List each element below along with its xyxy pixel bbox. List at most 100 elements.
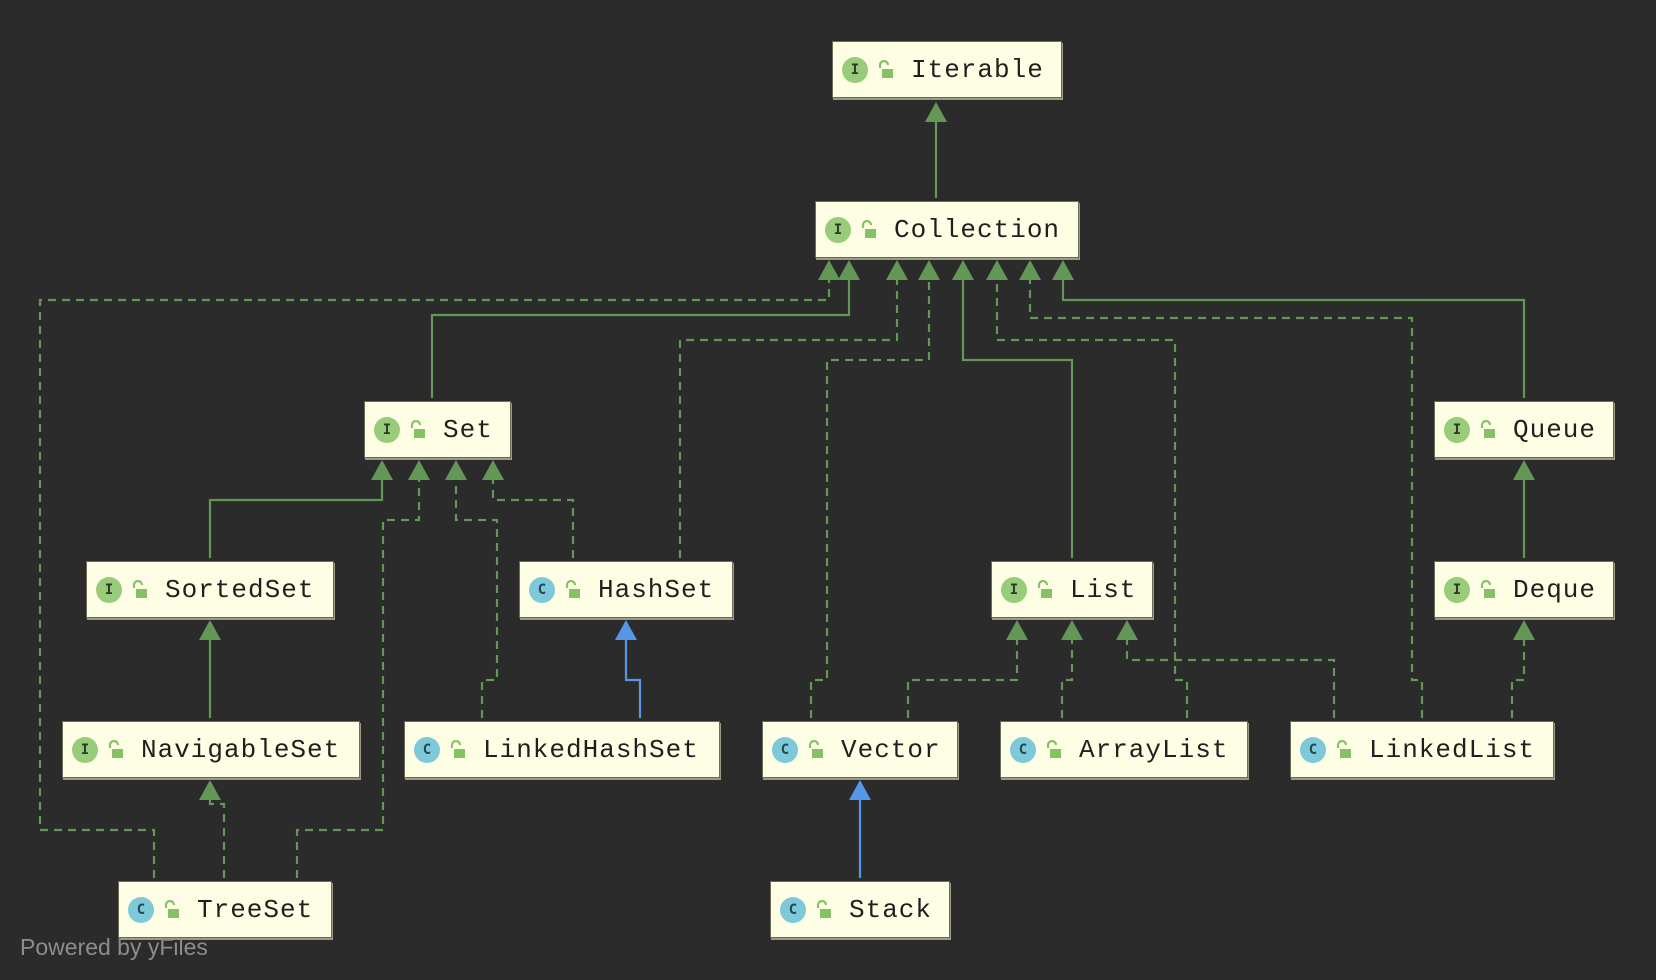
interface-badge-icon: I: [1444, 576, 1470, 603]
arrowhead-treeset-to-collection: [818, 260, 840, 280]
arrowhead-linkedhashset-to-hashset: [615, 620, 637, 640]
node-label: SortedSet: [165, 574, 315, 605]
node-set[interactable]: I Set: [364, 401, 511, 458]
node-sortedset[interactable]: I SortedSet: [86, 561, 334, 618]
edge-arraylist-to-list: [1060, 640, 1074, 718]
interface-badge-icon: I: [96, 576, 122, 603]
unlocked-icon: [1480, 419, 1495, 438]
edge-sortedset-to-set: [208, 480, 384, 558]
unlocked-icon: [565, 579, 580, 598]
edge-linkedlist-to-list: [1125, 640, 1336, 718]
arrowhead-queue-to-collection: [1052, 260, 1074, 280]
arrowhead-set-to-collection: [838, 260, 860, 280]
node-label: Set: [443, 414, 493, 445]
node-label: Deque: [1513, 574, 1597, 605]
unlocked-icon: [132, 579, 147, 598]
edge-vector-to-collection: [809, 280, 931, 718]
interface-badge-icon: I: [1444, 416, 1470, 443]
node-label: Stack: [849, 894, 933, 925]
arrowhead-linkedhashset-to-set: [445, 460, 467, 480]
node-label: ArrayList: [1079, 734, 1229, 765]
unlocked-icon: [410, 419, 425, 438]
edge-hashset-to-collection: [678, 280, 899, 558]
arrowhead-vector-to-list: [1006, 620, 1028, 640]
unlocked-icon: [1480, 579, 1495, 598]
edge-list-to-collection: [961, 280, 1074, 558]
unlocked-icon: [808, 739, 823, 758]
arrowhead-linkedlist-to-collection: [1019, 260, 1041, 280]
edge-linkedlist-to-deque: [1510, 640, 1526, 718]
edge-linkedlist-to-collection: [1028, 280, 1424, 718]
node-label: Vector: [841, 734, 941, 765]
node-label: Queue: [1513, 414, 1597, 445]
interface-badge-icon: I: [374, 416, 400, 443]
edge-linkedhashset-to-set: [454, 480, 499, 718]
arrowhead-linkedlist-to-list: [1116, 620, 1138, 640]
arrowhead-deque-to-queue: [1513, 460, 1535, 480]
powered-by-footer: Powered by yFiles: [20, 934, 208, 960]
unlocked-icon: [1037, 579, 1052, 598]
arrowhead-vector-to-collection: [918, 260, 940, 280]
node-label: List: [1070, 574, 1137, 605]
unlocked-icon: [861, 219, 876, 238]
edge-set-to-collection: [430, 280, 851, 398]
arrowhead-hashset-to-collection: [886, 260, 908, 280]
node-linkedhashset[interactable]: C LinkedHashSet: [404, 721, 720, 778]
arrowhead-list-to-collection: [952, 260, 974, 280]
arrowhead-hashset-to-set: [482, 460, 504, 480]
node-vector[interactable]: C Vector: [762, 721, 958, 778]
node-collection[interactable]: I Collection: [815, 201, 1079, 258]
node-label: Iterable: [911, 54, 1044, 85]
interface-badge-icon: I: [825, 216, 851, 243]
class-badge-icon: C: [128, 896, 154, 923]
node-deque[interactable]: I Deque: [1434, 561, 1614, 618]
node-queue[interactable]: I Queue: [1434, 401, 1614, 458]
class-badge-icon: C: [772, 736, 798, 763]
unlocked-icon: [816, 899, 831, 918]
node-list[interactable]: I List: [991, 561, 1153, 618]
unlocked-icon: [450, 739, 465, 758]
arrowhead-arraylist-to-collection: [986, 260, 1008, 280]
arrowhead-linkedlist-to-deque: [1513, 620, 1535, 640]
node-label: LinkedList: [1369, 734, 1536, 765]
arrowhead-arraylist-to-list: [1061, 620, 1083, 640]
class-badge-icon: C: [529, 576, 555, 603]
node-stack[interactable]: C Stack: [770, 881, 950, 938]
arrowhead-collection-to-iterable: [925, 102, 947, 122]
node-label: NavigableSet: [141, 734, 341, 765]
edge-vector-to-list: [906, 640, 1019, 718]
interface-badge-icon: I: [842, 56, 868, 83]
node-arraylist[interactable]: C ArrayList: [1000, 721, 1248, 778]
node-navigableset[interactable]: I NavigableSet: [62, 721, 360, 778]
edge-linkedhashset-to-hashset: [624, 640, 642, 718]
arrowhead-treeset-to-set: [408, 460, 430, 480]
arrowhead-sortedset-to-set: [371, 460, 393, 480]
node-treeset[interactable]: C TreeSet: [118, 881, 332, 938]
unlocked-icon: [164, 899, 179, 918]
edge-treeset-to-collection: [38, 280, 831, 878]
node-label: Collection: [894, 214, 1061, 245]
arrowhead-stack-to-vector: [849, 780, 871, 800]
unlocked-icon: [108, 739, 123, 758]
interface-badge-icon: I: [72, 736, 98, 763]
edge-treeset-to-set: [295, 480, 421, 878]
edge-hashset-to-set: [491, 480, 575, 558]
class-badge-icon: C: [1010, 736, 1036, 763]
unlocked-icon: [878, 59, 893, 78]
class-badge-icon: C: [780, 896, 806, 923]
unlocked-icon: [1046, 739, 1061, 758]
node-label: HashSet: [598, 574, 715, 605]
node-iterable[interactable]: I Iterable: [832, 41, 1062, 98]
arrowhead-navigableset-to-sortedset: [199, 620, 221, 640]
class-badge-icon: C: [1300, 736, 1326, 763]
class-badge-icon: C: [414, 736, 440, 763]
node-linkedlist[interactable]: C LinkedList: [1290, 721, 1554, 778]
unlocked-icon: [1336, 739, 1351, 758]
node-label: TreeSet: [197, 894, 314, 925]
edge-treeset-to-navigableset: [208, 800, 226, 878]
arrowhead-treeset-to-navigableset: [199, 780, 221, 800]
edge-arraylist-to-collection: [995, 280, 1189, 718]
node-hashset[interactable]: C HashSet: [519, 561, 733, 618]
